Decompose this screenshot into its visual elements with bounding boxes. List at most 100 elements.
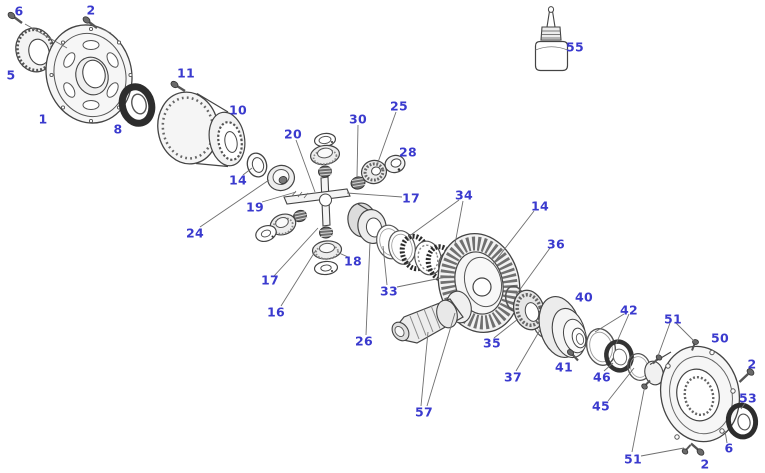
part-thrust-washer-bottom-18	[313, 260, 339, 276]
leader-line	[426, 312, 456, 407]
callout-18-17: 18	[344, 254, 362, 269]
callout-40-23: 40	[575, 290, 593, 305]
part-oil-bottle-55	[534, 6, 569, 72]
leader-line	[273, 227, 319, 277]
part-carrier-flange-1	[45, 24, 133, 124]
callout-2-27: 2	[748, 357, 757, 372]
callout-34-20: 34	[455, 188, 473, 203]
leader-line	[492, 210, 535, 265]
callout-24-8: 24	[186, 226, 204, 241]
leader-line	[365, 241, 371, 336]
part-bolt-51-b	[652, 354, 663, 365]
leader-line	[396, 275, 452, 288]
part-thrust-washer-left	[255, 224, 277, 243]
part-seal-53	[725, 402, 759, 440]
part-side-gear-24	[266, 164, 296, 192]
callout-51-25: 51	[664, 312, 682, 327]
leader-line	[515, 329, 541, 372]
callout-6-0: 6	[15, 4, 24, 19]
leader-line	[740, 402, 746, 410]
callout-26-18: 26	[355, 334, 373, 349]
callout-46-31: 46	[593, 370, 611, 385]
callout-10-6: 10	[229, 103, 247, 118]
callout-1-3: 1	[39, 112, 48, 127]
part-thrust-washer-14-left	[246, 152, 268, 178]
leader-line	[420, 331, 429, 407]
leader-line	[657, 322, 671, 357]
callout-14-7: 14	[229, 173, 247, 188]
callout-41-30: 41	[555, 360, 573, 375]
callout-2-1: 2	[87, 3, 96, 18]
callout-5-2: 5	[7, 68, 16, 83]
part-pinion-shaft-57	[391, 290, 472, 344]
leader-line	[376, 111, 397, 166]
leader-line	[382, 245, 388, 286]
leader-line	[493, 318, 519, 339]
part-spline-spacer-left	[293, 209, 308, 223]
part-thrust-washer-top	[313, 132, 337, 148]
part-bolt-51-d	[681, 444, 692, 455]
part-spider-cross-17	[283, 176, 351, 227]
leader-line	[199, 179, 270, 228]
callout-28-13: 28	[399, 145, 417, 160]
part-output-flange-50	[644, 345, 741, 443]
leader-line	[603, 362, 614, 372]
leader-line	[295, 139, 316, 193]
leader-line	[346, 192, 403, 198]
callout-36-22: 36	[547, 237, 565, 252]
part-side-gear-bottom-16	[311, 240, 343, 260]
leader-line	[261, 191, 297, 203]
leader-line	[338, 252, 349, 258]
part-bearing-housing-40	[538, 296, 588, 359]
callout-37-29: 37	[504, 370, 522, 385]
part-bolt-6	[7, 11, 23, 24]
callout-11-5: 11	[177, 66, 195, 81]
part-bearing-26	[347, 202, 387, 245]
part-side-gear-left	[269, 213, 297, 236]
callout-16-16: 16	[267, 305, 285, 320]
leader-line	[96, 26, 112, 34]
callout-14-21: 14	[531, 199, 549, 214]
part-spline-spacer-bottom	[319, 226, 334, 239]
leader-line	[515, 247, 551, 296]
part-bolt-2-bottom	[690, 442, 705, 456]
leader-line	[407, 199, 460, 238]
callout-33-19: 33	[380, 284, 398, 299]
callout-17-15: 17	[261, 273, 279, 288]
leader-line	[675, 322, 695, 342]
callout-45-32: 45	[592, 399, 610, 414]
callout-2-37: 2	[701, 457, 710, 472]
callout-8-4: 8	[114, 122, 123, 137]
leader-line	[356, 124, 359, 178]
leader-line	[242, 167, 253, 176]
part-seal-46	[604, 339, 634, 373]
callout-50-26: 50	[711, 331, 729, 346]
leader-line	[607, 367, 635, 402]
leader-line	[594, 313, 625, 333]
part-bolt-41	[567, 349, 579, 362]
callout-55-38: 55	[566, 40, 584, 55]
callout-20-10: 20	[284, 127, 302, 142]
callout-6-34: 6	[725, 441, 734, 456]
part-spline-spacer-top	[318, 165, 333, 178]
leader-line	[631, 384, 646, 453]
callout-25-12: 25	[390, 99, 408, 114]
leader-line	[615, 313, 630, 345]
callout-53-33: 53	[739, 391, 757, 406]
part-spline-plug-30	[350, 176, 366, 190]
part-bolt-2-right	[738, 368, 755, 383]
callout-19-9: 19	[246, 200, 264, 215]
part-washer-28	[384, 154, 406, 174]
callout-17-14: 17	[402, 191, 420, 206]
part-bolt-2	[82, 16, 98, 29]
part-side-gear-top	[309, 144, 341, 166]
leader-line	[724, 430, 728, 444]
callout-57-35: 57	[415, 405, 433, 420]
part-o-ring-42	[585, 328, 617, 366]
leader-line	[280, 249, 317, 307]
leader-line	[24, 23, 68, 49]
leader-line	[454, 200, 464, 245]
part-hub-cage-10	[157, 91, 246, 168]
